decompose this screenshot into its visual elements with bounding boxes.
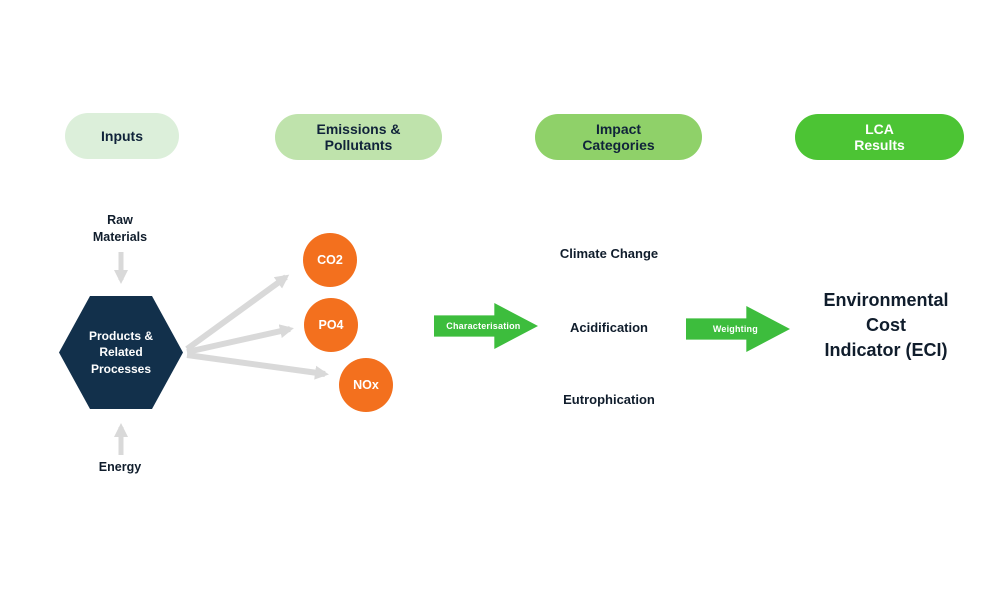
pill-label-line: Results xyxy=(854,137,905,153)
process-to-nox-arrow-icon xyxy=(186,352,329,380)
header-pill-emissions-pollutants: Emissions & Pollutants xyxy=(275,114,442,160)
pill-label: Inputs xyxy=(101,127,143,144)
energy-label: Energy xyxy=(75,459,165,476)
emission-label: PO4 xyxy=(318,318,344,332)
weighting-arrow-label: Weighting xyxy=(712,324,758,334)
emission-label: NOx xyxy=(353,378,379,392)
hexagon-label-line: Products & xyxy=(88,329,153,344)
eci-line: Environmental xyxy=(823,290,949,310)
products-processes-hexagon: Products & Related Processes xyxy=(59,296,183,409)
header-pill-impact-categories: Impact Categories xyxy=(535,114,702,160)
characterisation-arrow-label: Characterisation xyxy=(446,321,521,331)
raw-materials-line: Materials xyxy=(92,229,148,244)
emission-label: CO2 xyxy=(317,253,343,267)
pill-label-line: Pollutants xyxy=(324,137,393,153)
environmental-cost-indicator-result: Environmental Cost Indicator (ECI) xyxy=(800,288,972,362)
pill-label-line: Impact xyxy=(595,120,642,137)
raw-materials-line: Raw xyxy=(107,213,133,227)
emission-circle-po4: PO4 xyxy=(304,298,358,352)
pill-label-line: LCA xyxy=(865,120,894,137)
pill-label-line: Emissions & xyxy=(316,120,401,137)
characterisation-arrow-icon: Characterisation xyxy=(434,303,538,349)
weighting-arrow-icon: Weighting xyxy=(686,306,790,352)
process-to-co2-arrow-icon xyxy=(185,274,290,352)
hexagon-label-line: Processes xyxy=(90,361,152,376)
header-pill-lca-results: LCA Results xyxy=(795,114,964,160)
impact-category-eutrophication: Eutrophication xyxy=(563,392,655,407)
raw-materials-label: Raw Materials xyxy=(75,212,165,246)
hexagon-label-line: Related xyxy=(99,345,143,360)
pill-label-line: Categories xyxy=(582,137,655,153)
impact-category-climate-change: Climate Change xyxy=(559,246,659,261)
emission-circle-co2: CO2 xyxy=(303,233,357,287)
impact-category-acidification: Acidification xyxy=(569,320,648,335)
energy-line: Energy xyxy=(98,460,142,474)
eci-line: Indicator (ECI) xyxy=(824,339,948,360)
emission-circle-nox: NOx xyxy=(339,358,393,412)
eci-line: Cost xyxy=(866,314,906,335)
process-to-po4-arrow-icon xyxy=(186,324,294,355)
header-pill-inputs: Inputs xyxy=(65,113,179,159)
